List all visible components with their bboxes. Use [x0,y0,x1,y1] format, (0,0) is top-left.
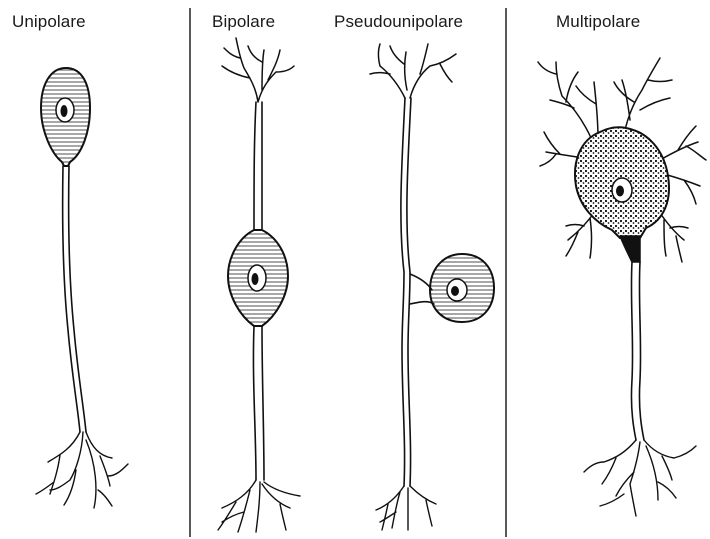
multipolar-neuron [538,58,706,516]
bipolar-neuron [218,38,300,532]
pseudounipolar-neuron [370,44,494,530]
unipolar-neuron [36,68,128,508]
